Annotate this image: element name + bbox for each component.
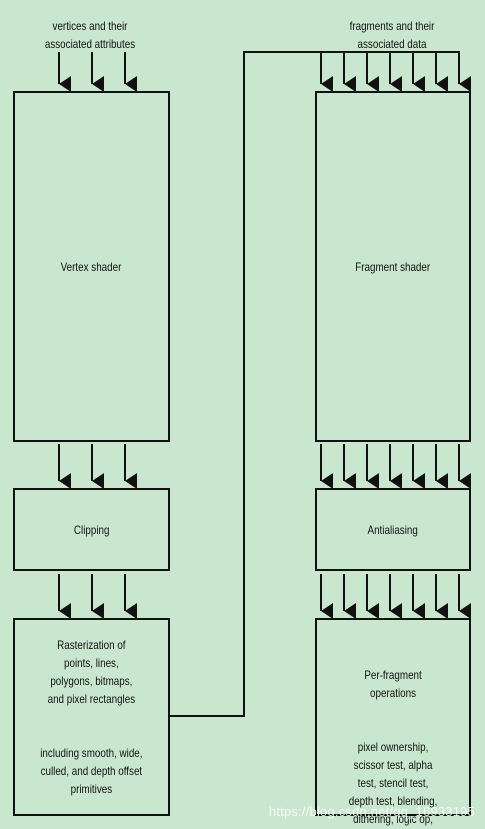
vertices-input-label: vertices and their associated attributes <box>44 19 136 51</box>
fragments-input-label: fragments and their associated data <box>349 19 435 51</box>
watermark: https://blog.csdn.net/qq_16933195 <box>268 804 475 819</box>
vertex-shader-label: Vertex shader <box>61 259 122 274</box>
rasterization-text: Rasterization of points, lines, polygons… <box>40 618 142 816</box>
per-fragment-heading: Per-fragment operations <box>364 668 422 700</box>
vertex-shader-box: Vertex shader <box>13 91 170 442</box>
fragment-shader-box: Fragment shader <box>315 91 471 442</box>
per-fragment-detail: pixel ownership, scissor test, alpha tes… <box>348 740 438 826</box>
clipping-box: Clipping <box>13 488 170 571</box>
antialiasing-label: Antialiasing <box>367 522 419 537</box>
clipping-label: Clipping <box>73 522 110 537</box>
rasterization-detail: including smooth, wide, culled, and dept… <box>40 746 143 796</box>
antialiasing-box: Antialiasing <box>315 488 471 571</box>
rasterization-box: Rasterization of points, lines, polygons… <box>13 618 170 816</box>
per-fragment-box: Per-fragment operations pixel ownership,… <box>315 618 471 826</box>
fragment-shader-label: Fragment shader <box>355 259 431 274</box>
rasterization-heading: Rasterization of points, lines, polygons… <box>47 638 136 706</box>
per-fragment-text: Per-fragment operations pixel ownership,… <box>349 648 438 829</box>
